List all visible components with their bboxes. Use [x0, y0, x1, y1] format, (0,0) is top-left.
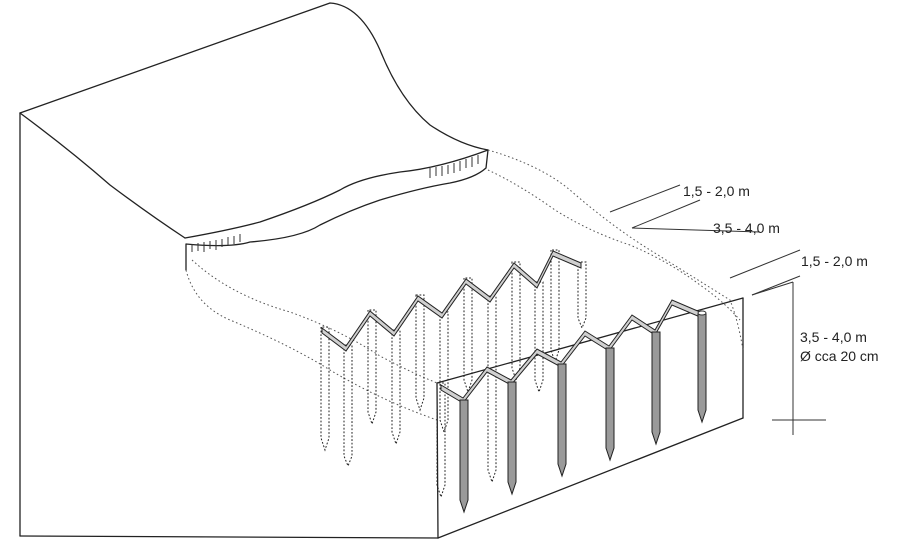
label-spacing-bottom: 1,5 - 2,0 m [801, 253, 868, 269]
front-pile-1 [459, 399, 469, 514]
front-pile-6-top [697, 310, 707, 316]
back-zigzag-beam [321, 250, 582, 352]
slope-left-face [19, 112, 186, 239]
slip-line-4 [487, 169, 741, 321]
block-bottom-edge [19, 535, 439, 539]
slip-surface-lines [185, 149, 744, 421]
label-pile-diameter: Ø cca 20 cm [800, 348, 879, 364]
back-pile-13 [436, 382, 446, 499]
back-pile-12 [577, 261, 587, 330]
back-pile-5 [415, 294, 425, 412]
landslide-scarp [184, 149, 489, 239]
back-pile-11 [550, 249, 560, 364]
front-pile-6 [697, 313, 707, 424]
label-pile-length: 3,5 - 4,0 m [800, 329, 867, 345]
dim-row-distance-line-a [631, 227, 761, 233]
back-pile-10 [534, 281, 544, 394]
scarp-hatching [191, 155, 479, 252]
scarp-lower-edge [185, 149, 489, 271]
label-spacing-top: 1,5 - 2,0 m [683, 183, 750, 199]
front-pile-4 [605, 347, 615, 462]
front-pile-3 [557, 363, 567, 478]
back-pile-8 [487, 295, 497, 484]
slip-line-1 [185, 269, 438, 421]
dim-top-spacing-line-1 [609, 184, 681, 213]
front-zigzag-beam [440, 299, 701, 404]
terrain-block [19, 2, 744, 539]
dim-pile-length-top-tick [751, 281, 794, 296]
back-pile-2 [343, 344, 353, 468]
label-row-distance: 3,5 - 4,0 m [713, 220, 780, 236]
back-pile-row [320, 249, 587, 499]
back-pile-7 [463, 277, 473, 394]
front-pile-row [440, 263, 707, 514]
back-pile-9 [511, 261, 521, 382]
block-bottom-right-edge [437, 417, 744, 539]
slope-ridge [19, 2, 489, 151]
front-pile-2 [507, 381, 517, 496]
dim-bottom-spacing-line-1 [729, 249, 801, 279]
dim-top-spacing-line-2 [631, 199, 701, 229]
back-pile-3 [367, 309, 377, 426]
dimension-lines [609, 184, 826, 435]
front-pile-5 [651, 331, 661, 446]
back-pile-4 [391, 329, 401, 446]
back-pile-1 [320, 326, 330, 452]
dim-bottom-spacing-line-2 [751, 275, 801, 296]
back-pile-6 [439, 311, 449, 434]
